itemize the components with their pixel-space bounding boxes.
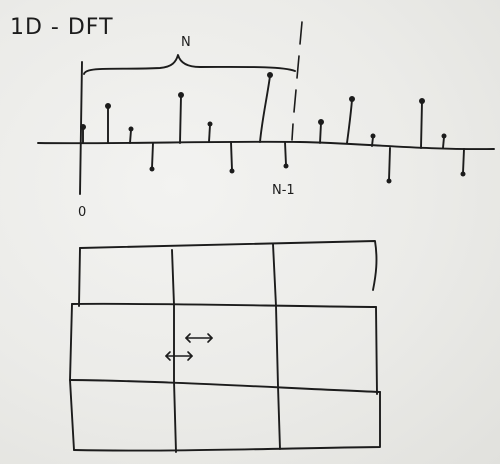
sample-stem <box>283 141 289 169</box>
sample-stem <box>259 72 273 143</box>
sample-stem <box>419 98 425 149</box>
sample-stem <box>441 133 447 149</box>
grid-top-border <box>79 240 378 291</box>
sample-stem <box>346 96 355 144</box>
samples-first-period <box>80 72 289 174</box>
end-index-label: N-1 <box>272 183 295 198</box>
period-label: N <box>181 35 191 50</box>
grid-column-line-1 <box>171 249 177 453</box>
grid-left-border-bottom <box>69 379 75 451</box>
period-boundary-line <box>291 21 303 141</box>
grid-row-line-1 <box>71 302 377 308</box>
sample-stem <box>460 148 466 177</box>
grid-left-border-middle <box>69 303 73 381</box>
double-arrow <box>165 351 193 361</box>
grid-right-border-middle <box>375 306 378 395</box>
sample-stem <box>318 119 324 144</box>
grid-bottom-border <box>73 391 381 452</box>
double-arrow <box>185 333 213 343</box>
time-axis <box>37 140 495 151</box>
grid-column-line-2 <box>272 243 281 450</box>
period-brace <box>83 54 296 75</box>
sample-stem <box>386 147 392 184</box>
sample-stem <box>370 133 376 147</box>
title-text: 1D - DFT <box>10 15 114 40</box>
sample-stem <box>178 92 184 144</box>
sample-stem <box>105 103 111 144</box>
sample-stem <box>149 142 155 172</box>
grid-left-border-top <box>78 247 81 307</box>
origin-label: 0 <box>78 205 86 220</box>
sample-stem <box>207 121 213 143</box>
samples-repeated-period <box>318 96 466 184</box>
dft-signal-sketch: N <box>37 21 495 220</box>
sample-stem <box>229 141 235 174</box>
periodic-tile-grid <box>69 240 381 453</box>
grid-row-line-2 <box>69 379 381 393</box>
sample-stem <box>128 126 134 144</box>
sample-stem <box>80 124 86 144</box>
